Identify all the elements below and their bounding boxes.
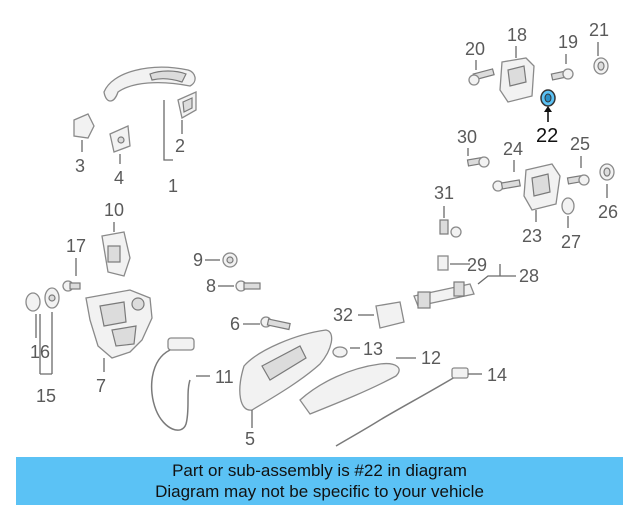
part-14-release-cable [335, 367, 469, 447]
callout-3: 3 [75, 156, 85, 176]
callout-4: 4 [114, 168, 124, 188]
banner-line-2: Diagram may not be specific to your vehi… [155, 482, 484, 501]
callout-32: 32 [333, 305, 353, 325]
part-7-door-latch [85, 289, 153, 359]
part-24-bolt [492, 179, 521, 192]
callout-8: 8 [206, 276, 216, 296]
callout-1: 1 [168, 176, 178, 196]
part-31-bolt [439, 219, 462, 238]
callout-15: 15 [36, 386, 56, 406]
part-8-bolt [235, 280, 261, 292]
callout-7: 7 [96, 376, 106, 396]
callout-28: 28 [519, 266, 539, 286]
callout-26: 26 [598, 202, 618, 222]
callout-18: 18 [507, 25, 527, 45]
callout-20: 20 [465, 39, 485, 59]
callout-2: 2 [175, 136, 185, 156]
callout-12: 12 [421, 348, 441, 368]
callout-30: 30 [457, 127, 477, 147]
part-21-washer [593, 57, 609, 75]
part-11-cable [150, 337, 195, 431]
part-29-check-bracket [437, 255, 449, 271]
part-6-stud [260, 316, 291, 331]
part-5-inner-handle [239, 329, 333, 411]
part-13-clip [332, 346, 348, 358]
callout-9: 9 [193, 250, 203, 270]
callout-27: 27 [561, 232, 581, 252]
callout-23: 23 [522, 226, 542, 246]
part-18-upper-hinge [499, 57, 535, 103]
part-3-cap [73, 113, 95, 139]
callout-13: 13 [363, 339, 383, 359]
callout-21: 21 [589, 20, 609, 40]
part-4-bracket [109, 125, 131, 153]
part-10-actuator [101, 231, 131, 277]
part-2-handle-cover [177, 90, 197, 120]
leader-15 [39, 312, 53, 375]
part-30-bolt [466, 156, 490, 168]
part-22-bushing-highlighted [540, 89, 556, 107]
callout-6: 6 [230, 314, 240, 334]
callout-22: 22 [536, 125, 558, 147]
callout-11: 11 [215, 367, 234, 387]
banner-line-1: Part or sub-assembly is #22 in diagram [172, 461, 467, 480]
callout-5: 5 [245, 429, 255, 449]
part-26-washer [599, 163, 615, 181]
part-15-lock-cylinder [44, 287, 60, 309]
callout-19: 19 [558, 32, 578, 52]
part-27-bushing [561, 197, 575, 215]
part-12-trim-bezel [299, 362, 400, 415]
callout-31: 31 [434, 183, 454, 203]
info-banner: Part or sub-assembly is #22 in diagram D… [16, 457, 623, 505]
part-19-bolt [550, 68, 574, 81]
leader-22-arrowhead [544, 106, 552, 112]
part-28-door-check [413, 281, 475, 309]
part-23-lower-hinge [523, 163, 561, 211]
part-17-screw [62, 280, 81, 292]
part-20-bolt [468, 68, 495, 86]
callout-14: 14 [487, 365, 507, 385]
part-9-nut [222, 252, 238, 268]
callout-10: 10 [104, 200, 124, 220]
part-25-bolt [566, 174, 590, 186]
part-32-bumper [375, 301, 405, 329]
callout-25: 25 [570, 134, 590, 154]
part-1-outer-handle [103, 66, 196, 102]
callout-24: 24 [503, 139, 523, 159]
callout-29: 29 [467, 255, 487, 275]
parts-diagram: 1 2 3 4 10 17 16 15 [25, 20, 618, 449]
leader-1 [163, 100, 173, 161]
part-16-washer [25, 292, 41, 312]
callout-17: 17 [66, 236, 86, 256]
leader-29-28 [450, 263, 516, 285]
